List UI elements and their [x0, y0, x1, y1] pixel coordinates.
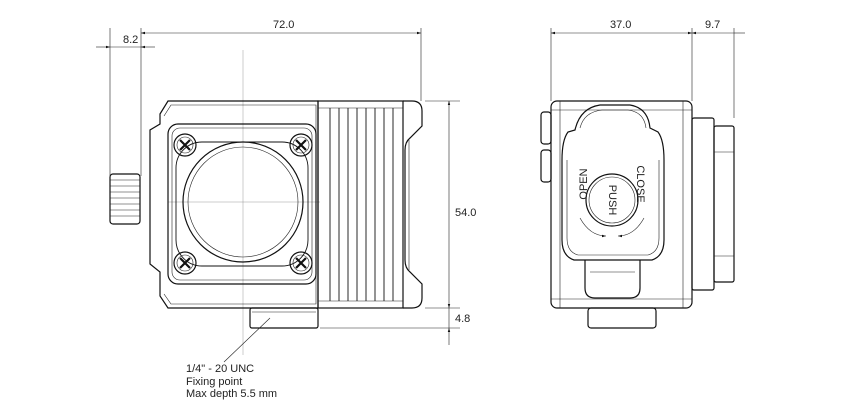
side-dimensions: [550, 28, 745, 118]
front-plate: [167, 123, 317, 285]
dim-depth: 37.0: [610, 19, 631, 31]
fixing-point-annotation: 1/4" - 20 UNC Fixing point Max depth 5.5…: [186, 363, 277, 401]
front-dimensions: [96, 28, 460, 345]
push-label: PUSH: [606, 185, 618, 216]
lens: [175, 141, 309, 267]
dim-left-offset: 8.2: [123, 34, 138, 46]
screw-bottom-left: [173, 251, 197, 275]
open-label: OPEN: [578, 168, 590, 199]
rotary-dial: [579, 173, 645, 238]
body-outline: [149, 100, 319, 309]
lens-ring-side: [691, 117, 735, 291]
side-mount-boss: [587, 307, 657, 329]
close-label: CLOSE: [634, 165, 646, 202]
right-handle: [403, 100, 423, 309]
front-view: [109, 50, 423, 363]
annotation-fixing-point: Fixing point: [186, 375, 243, 388]
dim-depth-extra: 9.7: [705, 19, 720, 31]
mount-boss: [249, 307, 319, 329]
dim-width-total: 72.0: [273, 19, 294, 31]
annotation-thread: 1/4" - 20 UNC: [186, 363, 255, 375]
dim-bottom-offset: 4.8: [455, 313, 470, 325]
side-button-lower: [540, 149, 552, 183]
leader-line: [223, 317, 271, 363]
side-button-upper: [540, 111, 552, 145]
side-body: [550, 100, 693, 309]
battery-cover: [561, 104, 665, 261]
screw-top-left: [173, 133, 197, 157]
heatsink-fins: [317, 100, 404, 309]
cover-latch: [584, 260, 641, 299]
dim-height: 54.0: [455, 207, 476, 219]
side-knob: [109, 173, 141, 225]
screw-top-right: [289, 133, 313, 157]
annotation-max-depth: Max depth 5.5 mm: [186, 388, 278, 400]
side-view: PUSH CLOSE OPEN: [540, 100, 735, 329]
screw-bottom-right: [289, 251, 313, 275]
